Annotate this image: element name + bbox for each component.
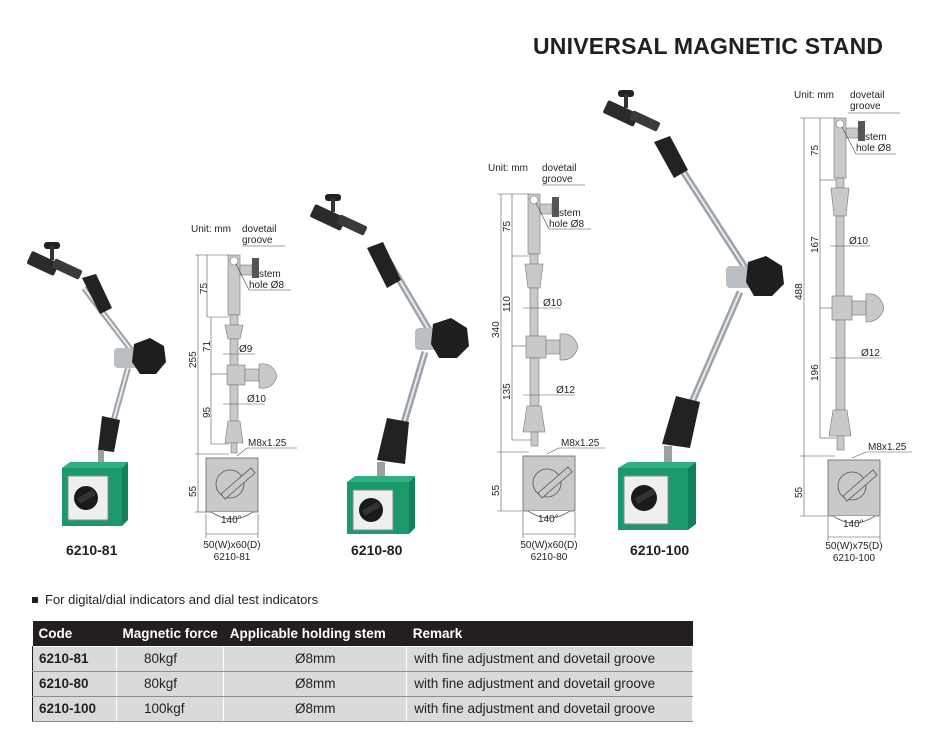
stem-hole-label: hole Ø8 (249, 280, 284, 291)
dim-lower: 135 (502, 383, 513, 400)
cell-magnetic-force: 80kgf (115, 670, 225, 697)
dim-total: 255 (188, 351, 199, 368)
unit-label: Unit: mm (488, 163, 528, 174)
cell-holding-stem: Ø8mm (223, 670, 408, 697)
cell-holding-stem: Ø8mm (223, 645, 408, 672)
product-photo-6210-100: 6210-100 (598, 86, 798, 558)
diameter-lower: Ø12 (861, 348, 880, 359)
table-header-row: Code Magnetic force Applicable holding s… (32, 621, 693, 646)
stem-label: stem (559, 208, 581, 219)
bullet-square-icon (32, 596, 38, 603)
dim-top: 75 (199, 282, 210, 294)
photo-label: 6210-81 (66, 542, 118, 558)
dim-lower: 95 (202, 406, 213, 418)
stem-hole-label: hole Ø8 (549, 219, 584, 230)
dim-top: 75 (502, 220, 513, 232)
base-size-label: 50(W)x60(D) (203, 540, 260, 551)
photo-label: 6210-100 (630, 542, 690, 558)
dovetail-label: groove (542, 174, 573, 185)
cell-code: 6210-81 (32, 645, 117, 672)
dimension-drawing-6210-100: Unit: mm dovetail groove stem hole Ø8 14… (790, 88, 930, 568)
dim-upper: 110 (502, 296, 513, 312)
base-size-label: 50(W)x75(D) (825, 541, 882, 552)
diameter-upper: Ø10 (849, 236, 868, 247)
cell-holding-stem: Ø8mm (223, 695, 408, 722)
dovetail-label: groove (850, 101, 881, 112)
product-photo-6210-80: 6210-80 (305, 190, 475, 558)
usage-note-text: For digital/dial indicators and dial tes… (45, 592, 319, 607)
angle-label: 140° (221, 515, 242, 526)
dovetail-label: dovetail (242, 224, 276, 235)
cell-code: 6210-80 (32, 670, 117, 697)
drawing-code-label: 6210-80 (531, 552, 568, 563)
cell-magnetic-force: 100kgf (115, 695, 225, 722)
indicator-holder-icon (603, 90, 661, 132)
diameter-lower: Ø12 (556, 385, 575, 396)
column-header-holding-stem: Applicable holding stem (223, 621, 407, 646)
dim-upper: 71 (202, 340, 213, 352)
magnetic-base-icon (618, 462, 696, 530)
dim-base: 55 (491, 484, 502, 496)
cell-remark: with fine adjustment and dovetail groove (406, 695, 693, 722)
dimension-drawing-6210-81: Unit: mm dovetail groove stem hole Ø8 14… (185, 222, 305, 563)
thread-label: M8x1.25 (248, 438, 287, 449)
cell-code: 6210-100 (32, 695, 117, 722)
dim-base: 55 (794, 486, 805, 498)
page-title: UNIVERSAL MAGNETIC STAND (533, 33, 884, 59)
thread-label: M8x1.25 (561, 438, 600, 449)
photo-label: 6210-80 (351, 542, 403, 558)
usage-note: For digital/dial indicators and dial tes… (32, 592, 318, 607)
product-photo-6210-81: 6210-81 (22, 236, 172, 558)
dimension-drawing-6210-80: Unit: mm dovetail groove stem hole Ø8 14… (485, 160, 615, 565)
diameter-upper: Ø10 (543, 298, 562, 309)
column-header-magnetic-force: Magnetic force (116, 621, 224, 646)
angle-label: 140° (843, 519, 864, 530)
drawing-code-label: 6210-81 (214, 552, 251, 563)
stem-label: stem (259, 269, 281, 280)
dim-top: 75 (810, 144, 821, 156)
angle-label: 140° (538, 514, 559, 525)
table-row: 6210-81 80kgf Ø8mm with fine adjustment … (32, 645, 693, 672)
dovetail-label: dovetail (850, 90, 884, 101)
stem-label: stem (865, 132, 887, 143)
indicator-holder-icon (27, 242, 83, 280)
dim-total: 340 (491, 321, 502, 338)
magnetic-base-icon (62, 462, 128, 526)
cell-remark: with fine adjustment and dovetail groove (406, 645, 693, 672)
unit-label: Unit: mm (191, 224, 231, 235)
column-header-remark: Remark (406, 621, 693, 646)
magnetic-base-icon (347, 476, 415, 534)
diameter-lower: Ø10 (247, 394, 266, 405)
dim-lower: 196 (810, 364, 821, 381)
cell-remark: with fine adjustment and dovetail groove (406, 670, 693, 697)
base-size-label: 50(W)x60(D) (520, 540, 577, 551)
table-row: 6210-100 100kgf Ø8mm with fine adjustmen… (32, 695, 693, 722)
dim-base: 55 (188, 485, 199, 497)
dovetail-label: groove (242, 235, 273, 246)
thread-label: M8x1.25 (868, 442, 907, 453)
diameter-upper: Ø9 (239, 344, 253, 355)
specification-table: Code Magnetic force Applicable holding s… (32, 621, 693, 722)
stem-hole-label: hole Ø8 (856, 143, 891, 154)
dim-total: 488 (794, 283, 805, 300)
dovetail-label: dovetail (542, 163, 576, 174)
dim-upper: 167 (810, 236, 821, 253)
unit-label: Unit: mm (794, 90, 834, 101)
indicator-holder-icon (310, 194, 368, 236)
table-row: 6210-80 80kgf Ø8mm with fine adjustment … (32, 670, 693, 697)
column-header-code: Code (32, 621, 117, 646)
cell-magnetic-force: 80kgf (115, 645, 225, 672)
drawing-code-label: 6210-100 (833, 553, 876, 564)
